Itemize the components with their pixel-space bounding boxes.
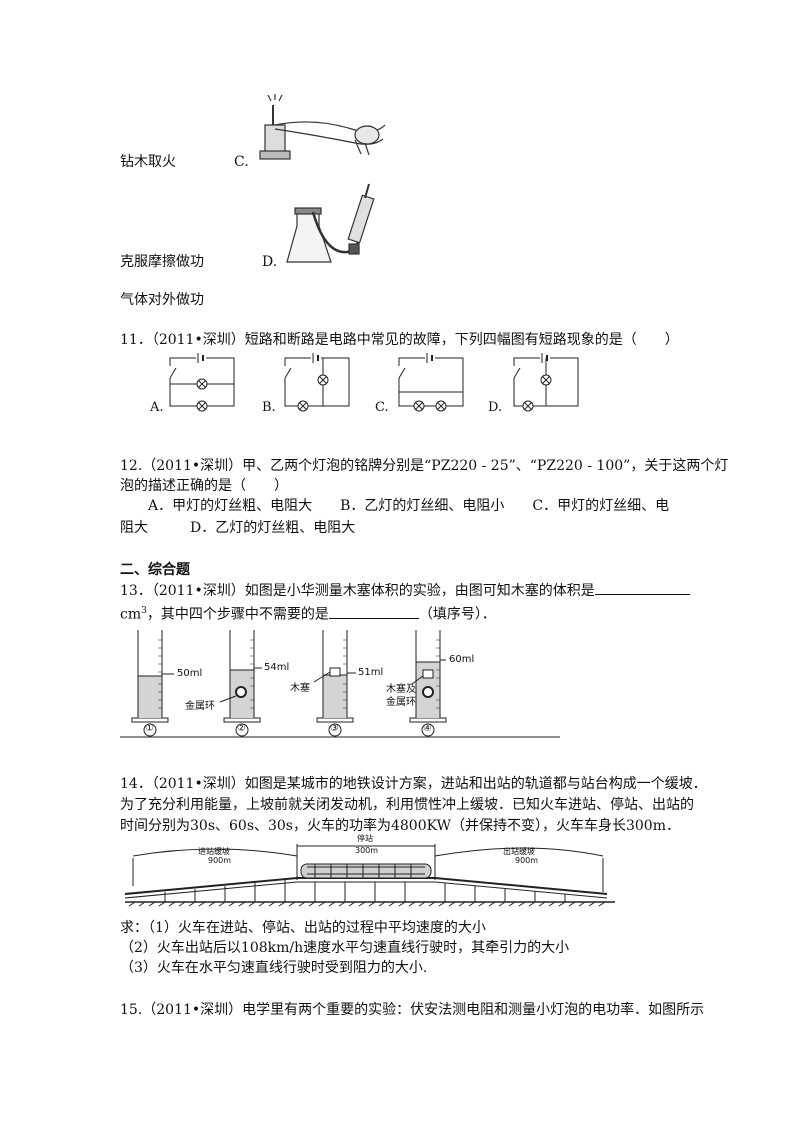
step-3: ③	[330, 723, 339, 734]
cyl3-object: 木塞	[290, 683, 310, 694]
q13-stem-b: ，其中四个步骤中不需要的是	[146, 606, 329, 623]
q12-stem-line2: 泡的描述正确的是（ ）	[120, 478, 288, 494]
step-2: ②	[237, 723, 246, 734]
circuit-b	[283, 353, 350, 412]
cyl2-object: 金属环	[185, 701, 215, 712]
option-d-text: 气体对外做功	[120, 292, 204, 308]
drill-fire-image	[259, 94, 386, 160]
station-label: 停站	[357, 834, 373, 843]
option-a-text: 钻木取火	[120, 154, 176, 170]
q12-options-line1: A．甲灯的灯丝粗、电阻大 B．乙灯的灯丝细、电阻小 C．甲灯的灯丝细、电	[148, 498, 670, 514]
q11-option-a: A.	[150, 400, 164, 415]
circuit-c	[397, 353, 464, 412]
train-track-diagram	[124, 844, 615, 907]
cyl4-object-line1: 木塞及	[386, 684, 416, 695]
circuit-d	[512, 353, 579, 412]
q12-options-line2: 阻大 D．乙灯的灯丝粗、电阻大	[120, 520, 356, 536]
q14-line2: 为了充分利用能量，上坡前就关闭发动机，利用惯性冲上缓坡．已知火车进站、停站、出站…	[120, 797, 694, 813]
station-length: 300m	[355, 846, 379, 855]
q13-volume-blank[interactable]	[594, 580, 690, 595]
cyl4-reading: 60ml	[449, 654, 475, 665]
q13-stem-line2: cm3，其中四个步骤中不需要的是 （填序号）．	[120, 601, 496, 625]
q14-ask3: （3）火车在水平匀速直线行驶时受到阻力的大小.	[120, 960, 428, 976]
section-title: 二、综合题	[120, 562, 190, 578]
q14-ask1: 求：（1）火车在进站、停站、出站的过程中平均速度的大小	[120, 920, 486, 936]
right-slope-length: 900m	[515, 856, 539, 865]
option-b-text: 克服摩擦做功	[120, 254, 204, 270]
q13-stem-line1: 13．（2011•深圳）如图是小华测量木塞体积的实验，由图可知木塞的体积是	[120, 580, 690, 601]
q11-stem: 11．（2011•深圳）短路和断路是电路中常见的故障，下列四幅图有短路现象的是（…	[120, 332, 679, 348]
option-c-label: C.	[234, 154, 249, 170]
q13-stem-a: 13．（2011•深圳）如图是小华测量木塞体积的实验，由图可知木塞的体积是	[120, 583, 595, 599]
cyl3-reading: 51ml	[358, 667, 384, 678]
q13-unit: cm	[120, 606, 142, 623]
q11-option-b: B.	[262, 400, 276, 415]
left-slope-label: 进站缓坡	[198, 847, 230, 856]
cylinder-figure	[120, 630, 560, 738]
cyl4-object-line2: 金属环	[386, 697, 416, 708]
right-slope-label: 出站缓坡	[503, 847, 535, 856]
q13-stem-c: （填序号）．	[418, 606, 496, 623]
q11-option-d: D.	[488, 400, 503, 415]
option-d-label: D.	[262, 254, 278, 270]
q13-step-blank[interactable]	[328, 604, 419, 619]
step-4: ④	[423, 723, 432, 734]
step-1: ①	[145, 723, 154, 734]
flask-pump-image	[286, 183, 375, 263]
q15-stem: 15.（2011•深圳）电学里有两个重要的实验：伏安法测电阻和测量小灯泡的电功率…	[120, 1002, 705, 1018]
cyl2-reading: 54ml	[264, 662, 290, 673]
q11-option-c: C.	[375, 400, 389, 415]
q14-line1: 14．（2011•深圳）如图是某城市的地铁设计方案，进站和出站的轨道都与站台构成…	[120, 776, 707, 792]
cyl1-reading: 50ml	[177, 668, 203, 679]
circuit-a	[168, 353, 235, 412]
q14-line3: 时间分别为30s、60s、30s，火车的功率为4800KW（并保持不变），火车车…	[120, 818, 680, 834]
left-slope-length: 900m	[208, 856, 232, 865]
q14-ask2: （2）火车出站后以108km/h速度水平匀速直线行驶时，其牵引力的大小	[120, 940, 570, 956]
q12-stem-line1: 12.（2011•深圳）甲、乙两个灯泡的铭牌分别是“PZ220 - 25”、“P…	[120, 458, 729, 474]
q13-unit-sup: 3	[141, 606, 147, 616]
